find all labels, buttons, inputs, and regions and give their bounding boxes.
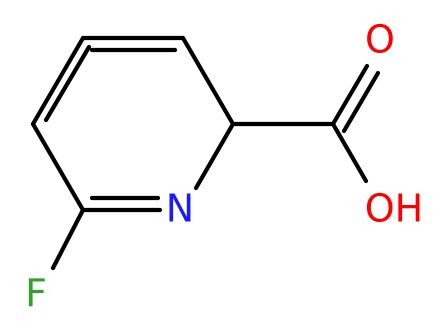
- hydroxyl-label: OH: [365, 187, 423, 231]
- bond-n-c5: [193, 121, 236, 191]
- bond-c-oh: [330, 121, 369, 184]
- carbonyl-oxygen-label: O: [365, 18, 395, 62]
- bond-c2-c1: [30, 121, 86, 213]
- bond-c-o-double-b: [341, 70, 381, 134]
- fluorine-label: F: [25, 272, 47, 316]
- nitrogen-label: N: [166, 187, 194, 231]
- bond-c2-c3-inner: [43, 44, 92, 123]
- bond-c4-c5: [180, 35, 236, 127]
- bond-c2-c3: [30, 35, 86, 127]
- bond-c1-f: [50, 207, 86, 271]
- bond-c-o-double-a: [330, 63, 370, 127]
